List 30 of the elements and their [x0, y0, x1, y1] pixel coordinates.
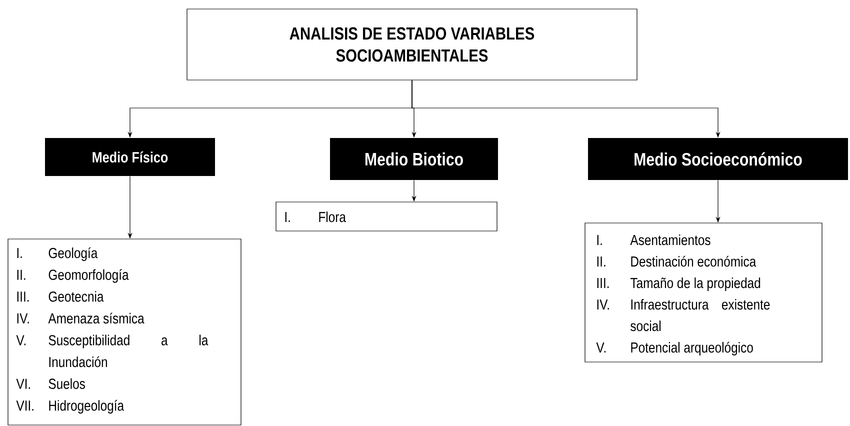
list-numeral: I.	[17, 248, 22, 258]
list-item: Amenaza sísmica	[48, 312, 144, 324]
list-item: Hidrogeología	[49, 400, 124, 414]
list-numeral: V.	[16, 335, 26, 346]
list-item: Geotecnia	[48, 291, 104, 302]
list-numeral: I.	[597, 235, 602, 245]
category-box: Medio Socioeconómico	[588, 138, 848, 180]
list-numeral: IV.	[17, 313, 29, 324]
list-item: Infraestructura existente social	[630, 299, 770, 332]
category-box: Medio Biotico	[330, 138, 498, 180]
list-numeral: IV.	[597, 300, 609, 310]
list-item: Flora	[319, 212, 346, 222]
list-item: Suelos	[48, 378, 85, 389]
list-item: Destinación económica	[631, 256, 756, 267]
list-numeral: V.	[596, 342, 606, 352]
list-item: Asentamientos	[630, 234, 710, 246]
title-box: ANALISIS DE ESTADO VARIABLES SOCIOAMBIENTALES	[186, 8, 638, 80]
list-numeral: II.	[597, 256, 606, 266]
list-item: Tamaño de la propiedad	[630, 278, 760, 292]
list-numeral: III.	[597, 278, 609, 288]
list-numeral: II.	[17, 270, 26, 280]
list-numeral: I.	[285, 212, 290, 222]
list-item: Geomorfología	[48, 269, 129, 283]
list-item: Potencial arqueológico	[631, 342, 753, 356]
list-numeral: VI.	[16, 378, 30, 389]
list-item: Susceptibilidad a la Inundación	[48, 334, 208, 368]
category-box: Medio Físico	[45, 138, 215, 176]
list-item: Geología	[48, 247, 98, 262]
list-numeral: III.	[17, 292, 29, 302]
list-numeral: VII.	[16, 400, 34, 411]
